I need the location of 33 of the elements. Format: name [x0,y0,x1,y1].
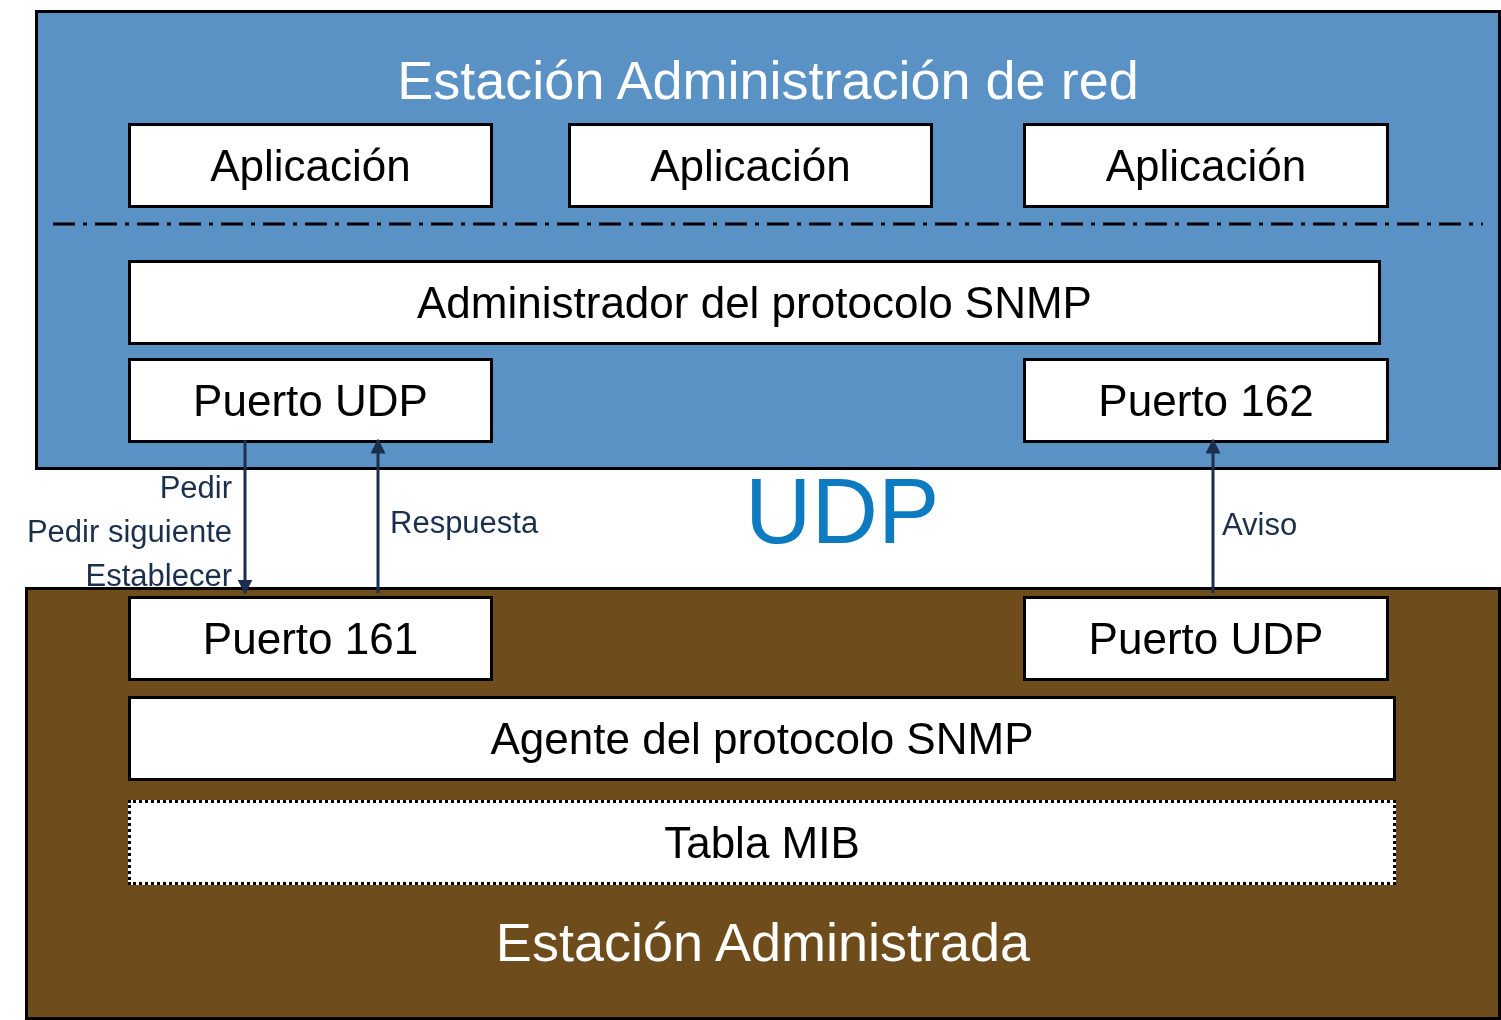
arrow [1205,438,1221,593]
box-label: Puerto UDP [193,378,428,423]
station-panel [25,587,1501,1020]
component-box [128,596,493,681]
panel-title: Estación Administración de red [397,53,1139,107]
component-box [1023,358,1389,443]
component-box [128,260,1381,345]
box-label: Puerto UDP [1088,616,1324,661]
arrow [370,438,386,593]
box-label: Aplicación [210,143,411,188]
edge-label: Pedir [159,472,232,503]
table-box [128,800,1396,885]
text-label: UDP [745,465,940,557]
box-label: Puerto 162 [1098,378,1314,423]
box-label: Aplicación [650,143,851,188]
box-label: Administrador del protocolo SNMP [417,280,1092,325]
arrow [237,440,253,595]
component-box [128,358,493,443]
component-box [1023,123,1389,208]
text-label: Pedir siguiente [26,516,232,547]
component-box [128,123,493,208]
box-label: Aplicación [1105,143,1307,188]
edge-label: Aviso [1222,509,1298,540]
box-label: Agente del protocolo SNMP [490,716,1034,761]
edge-label: Respuesta [390,507,539,538]
component-box [128,696,1396,781]
panel-title: Estación Administrada [495,915,1031,969]
text-label: Establecer [85,560,232,591]
box-label: Tabla MIB [664,820,860,865]
component-box [568,123,933,208]
station-panel [35,10,1501,470]
box-label: Puerto 161 [202,616,419,661]
component-box [1023,596,1389,681]
